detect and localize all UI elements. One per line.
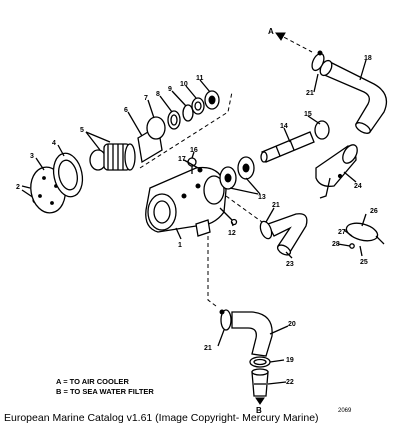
image-caption: European Marine Catalog v1.61 (Image Cop… xyxy=(4,412,319,424)
fitting-22 xyxy=(251,368,269,397)
callout-6: 6 xyxy=(124,107,128,114)
gasket-7 xyxy=(146,116,166,140)
callout-19: 19 xyxy=(286,357,294,364)
legend-line-a: A = TO AIR COOLER xyxy=(56,377,129,386)
strainer-24 xyxy=(315,144,358,199)
gasket-4 xyxy=(52,152,84,198)
leader-lines xyxy=(21,59,367,385)
alignment-line-hose23 xyxy=(225,195,263,223)
bearings-13 xyxy=(219,156,255,190)
callout-15: 15 xyxy=(304,111,312,118)
callout-28: 28 xyxy=(332,241,340,248)
hose-20 xyxy=(231,311,273,357)
drawing-code: 2069 xyxy=(338,408,352,414)
seal-8 xyxy=(167,110,181,130)
flow-marker-b: B xyxy=(256,406,262,415)
callout-2: 2 xyxy=(16,184,20,191)
nut-28 xyxy=(349,243,355,249)
callout-7: 7 xyxy=(144,95,148,102)
screw-12 xyxy=(219,207,238,226)
arrowhead-a-icon xyxy=(275,32,286,41)
pump-body-1 xyxy=(145,166,227,237)
callout-21-upper: 21 xyxy=(306,90,314,97)
callout-18: 18 xyxy=(364,55,372,62)
callout-22: 22 xyxy=(286,379,294,386)
callout-5: 5 xyxy=(80,127,84,134)
callout-17: 17 xyxy=(178,156,186,163)
clamp-26-27 xyxy=(345,222,385,245)
hose-clamp-21-middle xyxy=(259,220,273,240)
hose-clamp-21-upper xyxy=(311,50,325,72)
callout-4: 4 xyxy=(52,140,56,147)
oring-9 xyxy=(182,104,194,122)
callout-24: 24 xyxy=(354,183,362,190)
arrowhead-b-icon xyxy=(255,397,265,405)
callout-23: 23 xyxy=(286,261,294,268)
callout-26: 26 xyxy=(370,208,378,215)
hose-18 xyxy=(319,59,388,134)
callout-8: 8 xyxy=(156,91,160,98)
callout-3: 3 xyxy=(30,153,34,160)
callout-11: 11 xyxy=(196,75,204,82)
flow-marker-a: A xyxy=(268,27,274,36)
callout-10: 10 xyxy=(180,81,188,88)
callout-12: 12 xyxy=(228,230,236,237)
callout-21-lower: 21 xyxy=(204,345,212,352)
impeller-5 xyxy=(89,143,136,171)
callout-13: 13 xyxy=(258,194,266,201)
shaft-14 xyxy=(260,131,315,163)
ring-19 xyxy=(249,356,271,368)
hose-23 xyxy=(267,213,308,256)
callout-1: 1 xyxy=(178,242,182,249)
hose-clamp-21-lower xyxy=(219,309,232,331)
callout-16: 16 xyxy=(190,147,198,154)
callout-20: 20 xyxy=(288,321,296,328)
callout-9: 9 xyxy=(168,86,172,93)
oring-15 xyxy=(314,120,330,140)
callout-21-middle: 21 xyxy=(272,202,280,209)
bearing-11 xyxy=(204,90,220,110)
alignment-line-lower xyxy=(207,236,217,307)
callout-27: 27 xyxy=(338,229,346,236)
seal-10 xyxy=(191,97,205,115)
callout-25: 25 xyxy=(360,259,368,266)
callout-14: 14 xyxy=(280,123,288,130)
legend-line-b: B = TO SEA WATER FILTER xyxy=(56,387,154,396)
